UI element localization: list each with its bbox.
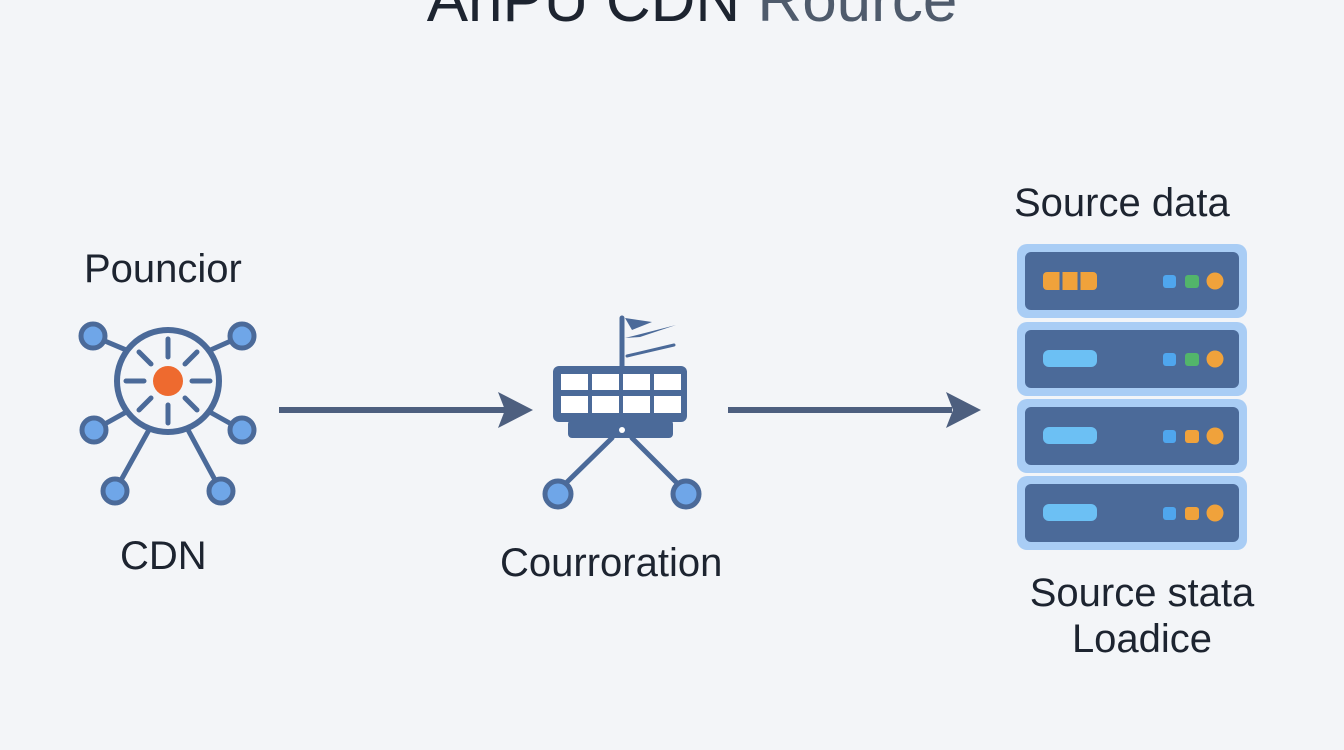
source-top-label: Source data <box>1014 181 1230 225</box>
source-bottom-label: Source stata Loadice <box>1018 570 1266 662</box>
middle-node-label: Courroration <box>500 541 723 585</box>
server-unit-1 <box>1017 244 1247 318</box>
arrow-cdn-to-middle <box>279 392 533 428</box>
arrow-middle-to-source <box>728 392 981 428</box>
server-unit-3 <box>1017 399 1247 473</box>
router-icon <box>542 315 702 510</box>
hub-center-dot <box>153 366 183 396</box>
server-unit-2 <box>1017 322 1247 396</box>
title-part-2: Rource <box>740 0 958 35</box>
diagram-title: AnPU CDN Rource <box>0 0 1344 36</box>
cdn-top-label: Pouncior <box>84 247 242 291</box>
cdn-bottom-label: CDN <box>120 534 207 578</box>
source-bottom-label-line1: Source stata <box>1029 571 1255 615</box>
server-rack-icon <box>1017 244 1247 550</box>
title-part-1: AnPU CDN <box>426 0 741 35</box>
source-bottom-label-line2: Loadice <box>1071 617 1213 661</box>
network-hub-icon <box>78 321 257 506</box>
server-unit-4 <box>1017 476 1247 550</box>
